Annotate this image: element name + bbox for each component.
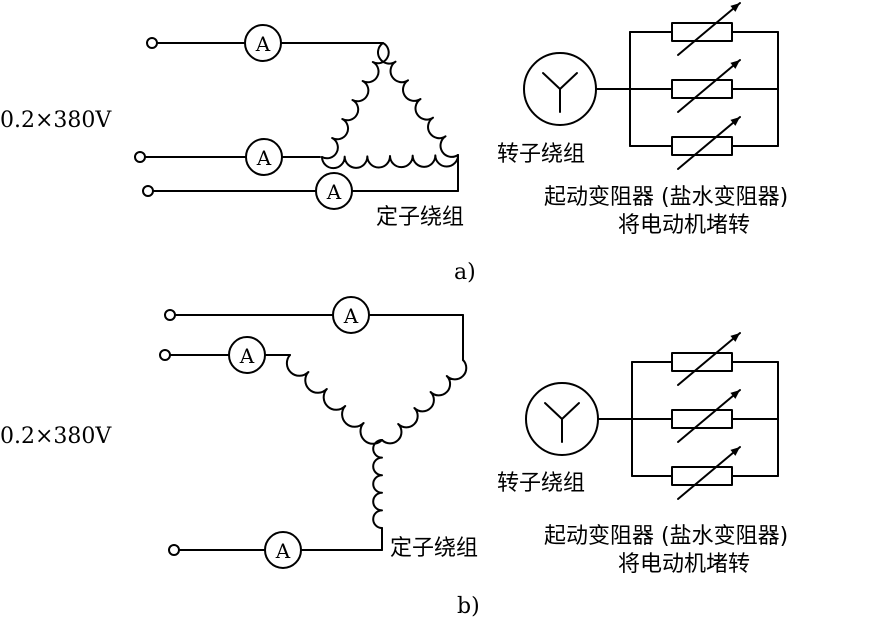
svg-text:A: A (239, 344, 255, 368)
rheostat-label-a: 起动变阻器 (盐水变阻器) (544, 185, 788, 210)
svg-text:A: A (275, 539, 291, 563)
winding-coil (285, 354, 383, 445)
terminal-1 (146, 37, 158, 49)
stator-label-a: 定子绕组 (376, 205, 464, 230)
rotor-symbol-b (525, 382, 599, 456)
winding-coil (321, 154, 460, 170)
svg-text:A: A (343, 304, 359, 328)
adjust-arrow (677, 2, 741, 56)
terminal-3 (142, 185, 154, 197)
variable-resistor-b3 (671, 446, 741, 500)
winding-coil (377, 42, 459, 158)
terminal-1 (164, 309, 176, 321)
rheostat-bank-b (597, 332, 779, 500)
variable-resistor-b1 (671, 332, 741, 386)
ammeter-b2: A (228, 336, 266, 374)
adjust-arrow (677, 332, 741, 386)
rotor-label-a: 转子绕组 (497, 142, 585, 167)
diagram-b: A A A 定子绕组 0.2×380V 转子绕组 (0, 296, 788, 619)
stator-label-b: 定子绕组 (390, 536, 478, 561)
rotor-label-b: 转子绕组 (497, 471, 585, 496)
caption-a: a) (454, 260, 476, 285)
stator-winding-delta (321, 42, 460, 170)
ammeter-b1: A (332, 296, 370, 334)
winding-coil (372, 439, 383, 529)
rotor-symbol-a (523, 52, 597, 126)
resistor-body (671, 409, 733, 429)
adjust-arrow (677, 446, 741, 500)
diagram-a: A A A 定子绕组 0.2×380V 转子绕组 (0, 2, 788, 285)
locked-label-b: 将电动机堵转 (618, 552, 750, 577)
svg-text:A: A (255, 32, 271, 56)
rheostat-bank-a (595, 2, 779, 170)
adjust-arrow (677, 389, 741, 443)
terminal-2 (159, 349, 171, 361)
variable-resistor-a2 (671, 59, 741, 113)
adjust-arrow (677, 59, 741, 113)
ammeter-b3: A (264, 531, 302, 569)
rheostat-label-b: 起动变阻器 (盐水变阻器) (544, 524, 788, 549)
variable-resistor-a1 (671, 2, 741, 56)
stator-winding-wye (285, 354, 468, 529)
locked-label-a: 将电动机堵转 (618, 213, 750, 238)
resistor-body (671, 136, 733, 156)
arrow-head (730, 3, 740, 12)
arrow-head (730, 117, 740, 126)
svg-text:A: A (256, 146, 272, 170)
ammeter-a3: A (315, 172, 353, 210)
terminal-3 (168, 544, 180, 556)
resistor-body (671, 22, 733, 42)
adjust-arrow (677, 116, 741, 170)
ammeter-a1: A (244, 24, 282, 62)
arrow-head (730, 447, 740, 456)
variable-resistor-a3 (671, 116, 741, 170)
arrow-head (730, 390, 740, 399)
variable-resistor-b2 (671, 389, 741, 443)
svg-text:A: A (326, 180, 342, 204)
resistor-body (671, 79, 733, 99)
arrow-head (730, 333, 740, 342)
terminal-2 (134, 151, 146, 163)
voltage-label-b: 0.2×380V (0, 424, 112, 449)
ammeter-a2: A (245, 138, 283, 176)
winding-coil (321, 42, 390, 160)
winding-coil (381, 359, 468, 445)
resistor-body (671, 466, 733, 486)
resistor-body (671, 352, 733, 372)
voltage-label-a: 0.2×380V (0, 108, 112, 133)
arrow-head (730, 60, 740, 69)
caption-b: b) (457, 594, 480, 619)
